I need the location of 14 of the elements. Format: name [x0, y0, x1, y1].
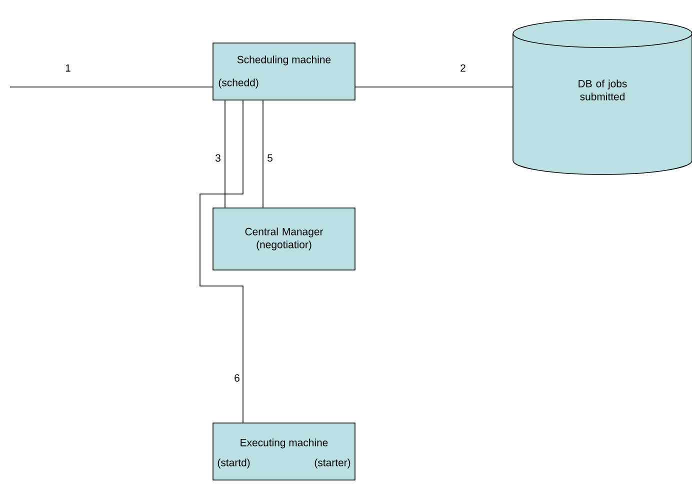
edge-label: 1: [66, 64, 70, 72]
process-box: Scheduling machine (schedd): [212, 42, 356, 100]
edge-label: 3: [216, 154, 220, 162]
connector-line: [262, 100, 264, 208]
process-box: Executing machine (startd) (starter): [212, 422, 356, 480]
process-box: Central Manager (negotiatior): [212, 208, 356, 270]
connector-line: [200, 100, 244, 423]
database-cylinder: DB of jobs submitted: [512, 19, 692, 175]
connector-line: [10, 86, 213, 88]
edge-label: 2: [460, 64, 466, 72]
connector-line: [224, 100, 226, 208]
connector-line: [355, 86, 514, 88]
edge-label: 5: [268, 154, 272, 162]
edge-label: 6: [234, 374, 240, 382]
